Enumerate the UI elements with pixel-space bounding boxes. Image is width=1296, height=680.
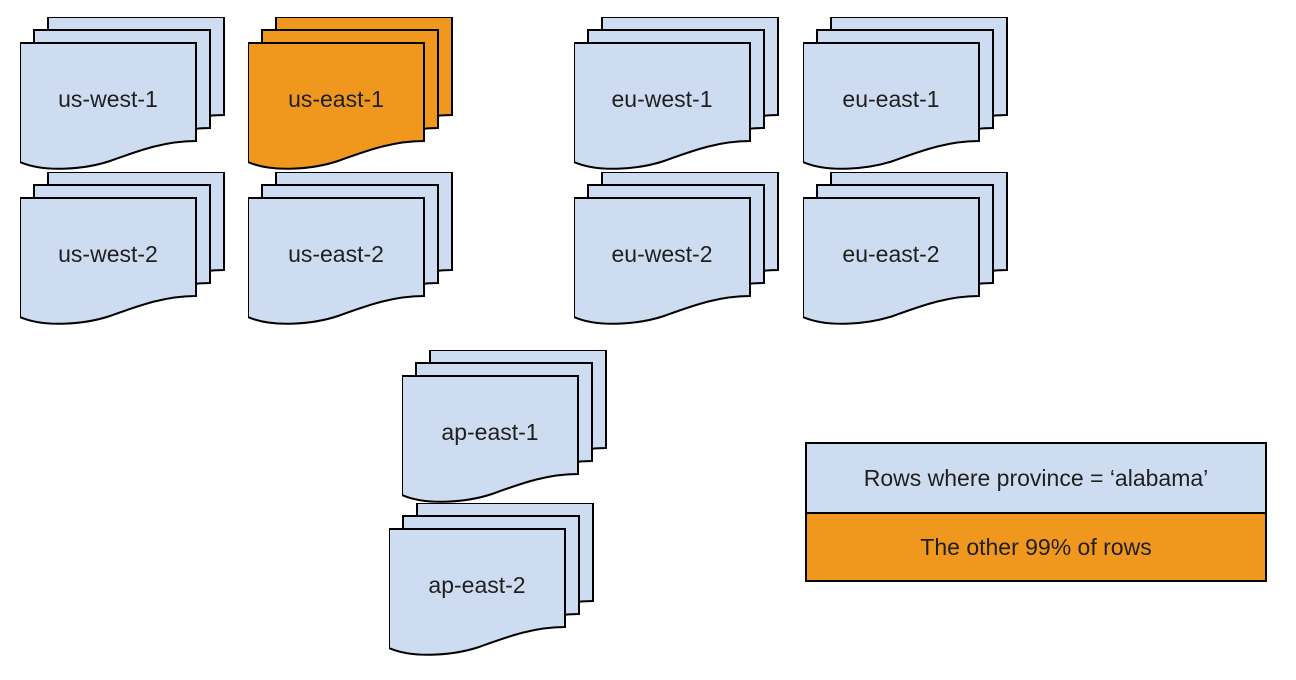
stack-label: ap-east-1 bbox=[441, 419, 539, 445]
stack-label: eu-west-1 bbox=[611, 86, 713, 112]
legend-item-other-rows: The other 99% of rows bbox=[807, 512, 1265, 580]
document-stack-us-west-1: us-west-1 bbox=[20, 17, 225, 175]
multi-document-icon bbox=[20, 17, 225, 170]
legend-box: Rows where province = ‘alabama’ The othe… bbox=[805, 442, 1267, 582]
multi-document-icon bbox=[574, 172, 779, 325]
document-stack-ap-east-2: ap-east-2 bbox=[389, 503, 594, 661]
legend-item-alabama-rows: Rows where province = ‘alabama’ bbox=[807, 444, 1265, 512]
stack-label: us-west-1 bbox=[58, 86, 158, 112]
stack-label: eu-west-2 bbox=[611, 241, 713, 267]
stack-label: us-east-1 bbox=[288, 86, 384, 112]
document-stack-us-west-2: us-west-2 bbox=[20, 172, 225, 330]
stack-label: ap-east-2 bbox=[428, 572, 526, 598]
stack-label: eu-east-2 bbox=[842, 241, 940, 267]
multi-document-icon bbox=[20, 172, 225, 325]
multi-document-icon bbox=[402, 350, 607, 503]
multi-document-icon bbox=[389, 503, 594, 656]
document-stack-eu-east-1: eu-east-1 bbox=[803, 17, 1008, 175]
legend-item-label: Rows where province = ‘alabama’ bbox=[863, 464, 1209, 491]
multi-document-icon bbox=[574, 17, 779, 170]
document-stack-eu-west-2: eu-west-2 bbox=[574, 172, 779, 330]
stack-label: eu-east-1 bbox=[842, 86, 940, 112]
multi-document-icon bbox=[248, 17, 453, 170]
document-stack-eu-west-1: eu-west-1 bbox=[574, 17, 779, 175]
document-stack-eu-east-2: eu-east-2 bbox=[803, 172, 1008, 330]
stack-label: us-east-2 bbox=[288, 241, 384, 267]
legend-item-label: The other 99% of rows bbox=[920, 533, 1152, 560]
document-stack-us-east-2: us-east-2 bbox=[248, 172, 453, 330]
multi-document-icon bbox=[248, 172, 453, 325]
document-stack-us-east-1: us-east-1 bbox=[248, 17, 453, 175]
multi-document-icon bbox=[803, 17, 1008, 170]
stack-label: us-west-2 bbox=[58, 241, 158, 267]
multi-document-icon bbox=[803, 172, 1008, 325]
document-stack-ap-east-1: ap-east-1 bbox=[402, 350, 607, 508]
